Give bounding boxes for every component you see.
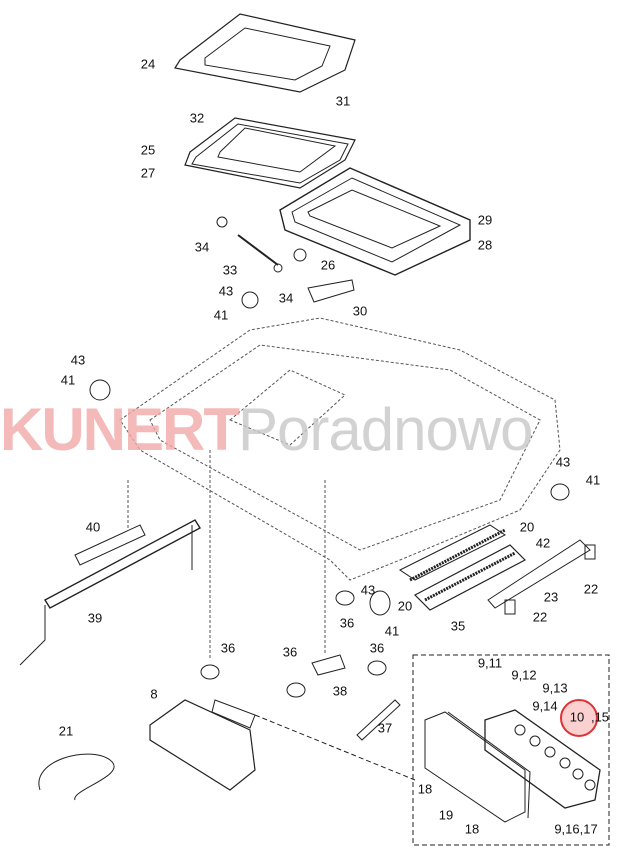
part-36-grommets [200, 483, 570, 698]
inset-callout-9-16-17: 9,16,17 [554, 821, 598, 837]
callout-31: 31 [335, 93, 351, 109]
callout-41: 41 [213, 307, 229, 323]
callout-43: 43 [218, 283, 234, 299]
part-switch-block [211, 699, 256, 729]
callout-36: 36 [220, 640, 236, 656]
callout-42: 42 [535, 535, 551, 551]
callout-20: 20 [397, 598, 413, 614]
callout-41: 41 [585, 472, 601, 488]
callout-25: 25 [140, 142, 156, 158]
part-38 [311, 654, 346, 676]
callout-23: 23 [543, 589, 559, 605]
inset-callout-19: 19 [438, 807, 454, 823]
callout-37: 37 [377, 720, 393, 736]
inset-callout-9-13: 9,13 [542, 680, 568, 696]
callout-36: 36 [339, 615, 355, 631]
part-37 [356, 699, 401, 741]
inset-switch-panel [424, 709, 601, 823]
part-39-rail [19, 519, 201, 666]
callout-41: 41 [60, 372, 76, 388]
inset-callout-10-highlighted: 10 [569, 709, 585, 725]
inset-callout-18: 18 [417, 781, 433, 797]
watermark-logo: KUNERTPoradnowo [0, 400, 534, 460]
inset-callout-15: ,15 [590, 709, 610, 725]
callout-24: 24 [140, 56, 156, 72]
inset-callout-9-14: 9,14 [532, 698, 558, 714]
callout-39: 39 [87, 610, 103, 626]
leader-line [254, 714, 416, 781]
callout-36: 36 [282, 644, 298, 660]
inset-box [412, 654, 610, 846]
callout-41: 41 [384, 623, 400, 639]
callout-38: 38 [332, 683, 348, 699]
callout-40: 40 [85, 519, 101, 535]
callout-8: 8 [150, 686, 158, 702]
watermark-suffix: Poradnowo [238, 396, 534, 463]
inset-callout-9-12: 9,12 [511, 667, 537, 683]
callout-34: 34 [194, 239, 210, 255]
part-21-harness [38, 753, 115, 801]
callout-21: 21 [58, 723, 74, 739]
part-8-housing [149, 699, 256, 791]
callout-20: 20 [519, 519, 535, 535]
part-28-29-frame [279, 167, 471, 276]
callout-32: 32 [189, 110, 205, 126]
callout-33: 33 [222, 262, 238, 278]
callout-26: 26 [320, 257, 336, 273]
callout-35: 35 [450, 618, 466, 634]
callout-27: 27 [140, 165, 156, 181]
inset-callout-9-11: 9,11 [477, 655, 503, 671]
part-24-gasket [174, 13, 356, 93]
callout-29: 29 [477, 212, 493, 228]
part-33-strut [89, 216, 355, 401]
callout-22: 22 [532, 609, 548, 625]
highlight-circle [560, 699, 598, 737]
callout-22: 22 [583, 581, 599, 597]
callout-43: 43 [555, 454, 571, 470]
callout-28: 28 [477, 237, 493, 253]
part-roof [119, 317, 561, 660]
callout-30: 30 [352, 303, 368, 319]
callout-43: 43 [70, 352, 86, 368]
callout-43: 43 [360, 582, 376, 598]
callout-34: 34 [278, 290, 294, 306]
watermark-brand: KUNERT [0, 396, 240, 463]
part-25-window [184, 117, 356, 189]
part-35-grille [399, 524, 596, 615]
callout-36: 36 [369, 640, 385, 656]
inset-callout-18: 18 [464, 821, 480, 837]
